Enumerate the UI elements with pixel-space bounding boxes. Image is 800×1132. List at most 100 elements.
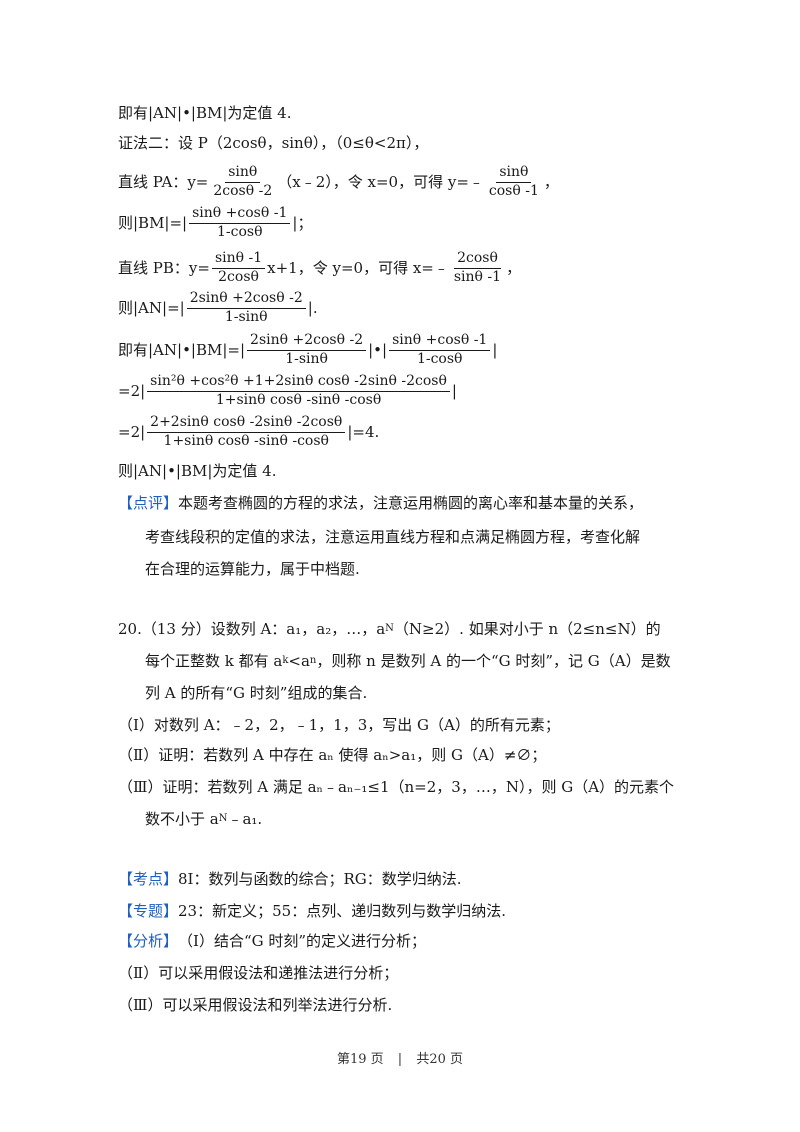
line-text: 证法二：设 P（2cosθ，sinθ），（0≤θ<2π）， (118, 133, 429, 152)
line-text: （Ⅲ）可以采用假设法和列举法进行分析. (118, 995, 393, 1014)
subscript: N (385, 623, 394, 634)
denominator: 1-sinθ (224, 308, 268, 325)
denominator: cosθ -1 (488, 182, 539, 199)
numerator: sin²θ +cos²θ +1+2sinθ cosθ -2sinθ -2cosθ (147, 373, 450, 392)
denominator: 1-cosθ (416, 350, 463, 367)
line-text: （N≥2）. 如果对小于 n（2≤n≤N）的 (393, 619, 661, 638)
footer-separator: | (397, 1052, 403, 1067)
review-line: 【点评】 本题考查椭圆的方程的求法，注意运用椭圆的离心率和基本量的关系， (0, 488, 800, 518)
numerator: sinθ (496, 164, 532, 183)
page-number: 第19 页 (336, 1052, 384, 1067)
line-text: ， (506, 258, 522, 277)
subscript: n (309, 655, 317, 666)
fenxi-tag: 【分析】 (118, 931, 179, 950)
denominator: 1+sinθ cosθ -sinθ -cosθ (215, 391, 382, 408)
line-text: （Ⅱ）可以采用假设法和递推法进行分析； (118, 963, 399, 982)
numerator: sinθ (225, 164, 261, 183)
denominator: sinθ -1 (453, 268, 502, 285)
line-text: | (492, 340, 498, 359)
kaodian-tag: 【考点】 (118, 869, 179, 888)
zhuanti-tag: 【专题】 (118, 901, 179, 920)
line-text: 在合理的运算能力，属于中档题. (145, 559, 360, 578)
text-line: （Ⅰ）对数列 A：﹣2，2，﹣1，1，3，写出 G（A）的所有元素； (0, 710, 800, 740)
line-text: <a (288, 651, 310, 670)
line-text: =2| (118, 381, 146, 400)
line-text: ，则称 n 是数列 A 的一个“G 时刻”，记 G（A）是数 (316, 651, 671, 670)
numerator: sinθ +cosθ -1 (189, 205, 291, 224)
line-text: |•| (368, 340, 388, 359)
line-text: 考查线段积的定值的求法，注意运用直线方程和点满足椭圆方程，考查化解 (145, 527, 641, 546)
line-text: （Ⅰ）结合“G 时刻”的定义进行分析； (178, 931, 427, 950)
text-line: 【专题】 23：新定义；55：点列、递归数列与数学归纳法. (0, 896, 800, 926)
line-text: |. (307, 298, 318, 317)
page-total: 共20 页 (416, 1052, 464, 1067)
text-line: 则|AN|•|BM|为定值 4. (0, 456, 800, 486)
text-line: 列 A 的所有“G 时刻”组成的集合. (0, 678, 800, 708)
line-text: x+1，令 y=0，可得 x=﹣ (267, 258, 449, 277)
line-text: | (451, 381, 457, 400)
text-line: 【考点】 8I：数列与函数的综合；RG：数学归纳法. (0, 864, 800, 894)
line-text: （Ⅰ）对数列 A：﹣2，2，﹣1，1，3，写出 G（A）的所有元素； (118, 715, 560, 734)
line-text: 则|AN|•|BM|为定值 4. (118, 461, 277, 480)
line-text: 直线 PA：y= (118, 172, 209, 191)
text-line: （Ⅱ）证明：若数列 A 中存在 aₙ 使得 aₙ>a₁，则 G（A）≠∅； (0, 740, 800, 770)
text-line: （Ⅱ）可以采用假设法和递推法进行分析； (0, 958, 800, 988)
line-text: （Ⅱ）证明：若数列 A 中存在 aₙ 使得 aₙ>a₁，则 G（A）≠∅； (118, 745, 547, 764)
text-line: 【分析】 （Ⅰ）结合“G 时刻”的定义进行分析； (0, 926, 800, 956)
line-text: （Ⅲ）证明：若数列 A 满足 aₙ﹣aₙ₋₁≤1（n=2，3，…，N），则 G（… (118, 777, 675, 796)
numerator: 2sinθ +2cosθ -2 (247, 332, 367, 351)
line-text: 每个正整数 k 都有 a (145, 651, 283, 670)
subscript: k (282, 655, 289, 666)
line-text: 直线 PB：y= (118, 258, 210, 277)
numerator: sinθ -1 (211, 250, 266, 269)
numerator: 2sinθ +2cosθ -2 (186, 290, 306, 309)
line-text: |； (292, 213, 313, 232)
line-text: 即有|AN|•|BM|=| (118, 340, 246, 359)
line-text: 本题考查椭圆的方程的求法，注意运用椭圆的离心率和基本量的关系， (178, 493, 644, 512)
numerator: 2cosθ (454, 250, 501, 269)
review-tag: 【点评】 (118, 493, 179, 512)
text-line: 即有|AN|•|BM|为定值 4. (0, 98, 800, 128)
line-text: 即有|AN|•|BM|为定值 4. (118, 103, 292, 122)
text-line: （Ⅲ）可以采用假设法和列举法进行分析. (0, 990, 800, 1020)
formula-line: =2| sin²θ +cos²θ +1+2sinθ cosθ -2sinθ -2… (0, 373, 800, 409)
denominator: 1-sinθ (285, 350, 328, 367)
numerator: 2+2sinθ cosθ -2sinθ -2cosθ (147, 414, 346, 433)
line-text: 则|AN|=| (118, 298, 185, 317)
page-footer: 第19 页 | 共20 页 (0, 1048, 800, 1072)
line-text: 20.（13 分）设数列 A：a₁，a₂，…，a (118, 619, 386, 638)
line-text: 则|BM|=| (118, 213, 188, 232)
denominator: 2cosθ -2 (213, 182, 273, 199)
subscript: N (218, 813, 228, 824)
text-line: 在合理的运算能力，属于中档题. (0, 554, 800, 584)
text-line: （Ⅲ）证明：若数列 A 满足 aₙ﹣aₙ₋₁≤1（n=2，3，…，N），则 G（… (0, 772, 800, 802)
line-text: 列 A 的所有“G 时刻”组成的集合. (145, 683, 368, 702)
line-text: ， (543, 172, 559, 191)
line-text: 23：新定义；55：点列、递归数列与数学归纳法. (178, 901, 506, 920)
line-text: ﹣a₁. (227, 809, 263, 828)
line-text: =2| (118, 422, 146, 441)
denominator: 2cosθ (218, 268, 259, 285)
line-text: 数不小于 a (145, 809, 219, 828)
line-text: （x﹣2），令 x=0，可得 y=﹣ (277, 172, 484, 191)
denominator: 1+sinθ cosθ -sinθ -cosθ (163, 432, 329, 449)
text-line: 证法二：设 P（2cosθ，sinθ），（0≤θ<2π）， (0, 128, 800, 158)
